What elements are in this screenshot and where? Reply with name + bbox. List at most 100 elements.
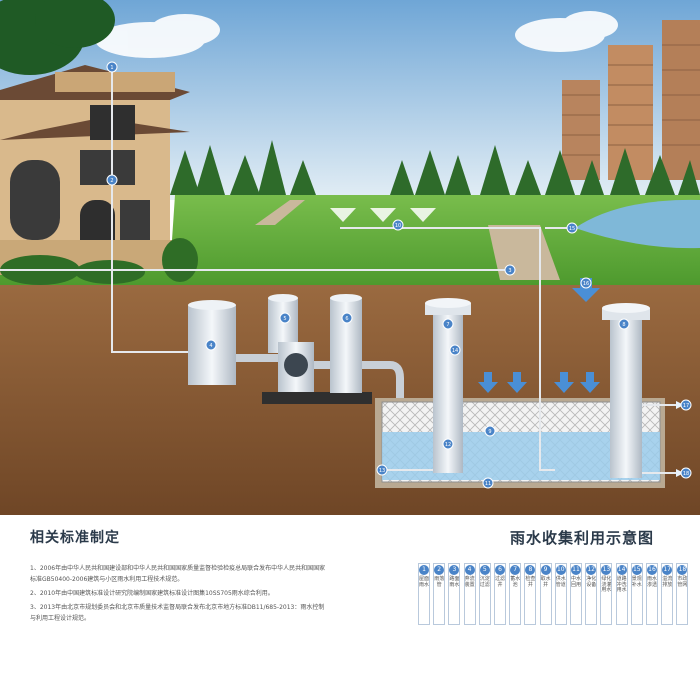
outflow-arrows — [676, 401, 684, 477]
scene-marker: 4 — [205, 339, 217, 351]
legend-label: 供水管道 — [555, 576, 566, 588]
legend-label: 弃流装置 — [464, 576, 475, 588]
scene-marker: 7 — [442, 318, 454, 330]
legend-label: 雨水渗透 — [647, 576, 658, 588]
standard-item: 3、2013年由北京市规划委员会和北京市质量技术监督局联合发布北京市地方标准DB… — [30, 604, 325, 622]
pipes — [236, 354, 404, 398]
standard-item: 2、2010年由中国建筑标准设计研究院编制国家建筑标准设计图集10SS705雨水… — [30, 590, 274, 597]
legend-label: 蓄水池 — [510, 576, 521, 588]
svg-text:6: 6 — [345, 316, 348, 322]
scene-marker: 1 — [106, 61, 118, 73]
legend-number: 15 — [631, 565, 642, 575]
svg-text:10: 10 — [395, 223, 401, 229]
legend-number: 6 — [495, 565, 505, 575]
filter-well — [330, 294, 362, 393]
legend-number: 16 — [647, 565, 657, 575]
svg-text:14: 14 — [452, 348, 458, 354]
svg-text:1: 1 — [110, 65, 113, 71]
scene-marker: 10 — [392, 219, 404, 231]
svg-text:11: 11 — [485, 481, 491, 487]
svg-text:4: 4 — [209, 343, 212, 349]
legend-label: 净化设备 — [586, 576, 597, 588]
legend-number: 13 — [601, 565, 612, 575]
scene-marker: 11 — [482, 477, 494, 489]
cloud — [95, 11, 618, 58]
scene-marker: 5 — [279, 312, 291, 324]
legend-label: 溢流排放 — [662, 576, 673, 588]
standards-list: 1、2006年由中华人民共和国建设部和中华人民共和国国家质量监督检验检疫总局联合… — [30, 563, 330, 627]
scene-marker: 12 — [442, 438, 454, 450]
svg-text:9: 9 — [488, 429, 491, 435]
legend-label: 中水回用 — [571, 576, 582, 588]
svg-text:16: 16 — [583, 281, 589, 287]
legend-number: 10 — [555, 565, 566, 575]
legend-number: 14 — [616, 565, 627, 575]
svg-text:17: 17 — [683, 403, 689, 409]
legend-label: 路面雨水 — [449, 576, 460, 588]
sediment-filter — [268, 294, 314, 392]
scene-marker: 3 — [504, 264, 516, 276]
svg-text:13: 13 — [379, 468, 385, 474]
svg-text:12: 12 — [445, 442, 451, 448]
legend-number: 4 — [464, 565, 475, 575]
scene-marker: 6 — [341, 312, 353, 324]
svg-text:15: 15 — [569, 226, 575, 232]
scene-marker: 9 — [484, 425, 496, 437]
legend-label: 景观补水 — [631, 576, 642, 588]
sprinkler-spray — [330, 208, 436, 222]
standards-title: 相关标准制定 — [30, 530, 120, 546]
svg-text:8: 8 — [622, 322, 625, 328]
legend-number: 9 — [540, 565, 551, 575]
legend-label: 沉淀过滤 — [479, 576, 490, 588]
pond — [575, 199, 700, 249]
legend-number: 2 — [434, 565, 445, 575]
legend-number: 5 — [479, 565, 490, 575]
tree-line — [170, 140, 700, 195]
legend-label: 检查井 — [525, 576, 536, 588]
legend-number: 8 — [525, 565, 536, 575]
legend-label: 道路冲洗用水 — [616, 576, 627, 594]
legend-label: 市政管网 — [677, 576, 688, 588]
svg-text:5: 5 — [283, 316, 286, 322]
infiltration-arrows — [478, 278, 600, 393]
legend-label: 绿化浇灌用水 — [601, 576, 612, 594]
scene-marker: 15 — [566, 222, 578, 234]
scene-marker: 13 — [376, 464, 388, 476]
legend-label: 取水井 — [540, 576, 551, 588]
svg-text:7: 7 — [446, 322, 449, 328]
legend-number: 11 — [571, 565, 581, 575]
standard-item: 1、2006年由中华人民共和国建设部和中华人民共和国国家质量监督检验检疫总局联合… — [30, 565, 326, 583]
legend-label: 雨落管 — [434, 576, 445, 588]
tree — [0, 0, 115, 75]
legend-label: 屋面雨水 — [419, 576, 430, 588]
base-slab — [262, 392, 372, 404]
high-rise-buildings — [562, 20, 700, 180]
legend-number: 3 — [449, 565, 460, 575]
garden-path — [255, 200, 305, 225]
scene-marker: 14 — [449, 344, 461, 356]
scene-marker: 16 — [580, 277, 592, 289]
diagram-title: 雨水收集利用示意图 — [510, 529, 655, 547]
legend-number: 17 — [662, 565, 673, 575]
scene-marker: 2 — [106, 174, 118, 186]
pump-well — [602, 303, 650, 478]
